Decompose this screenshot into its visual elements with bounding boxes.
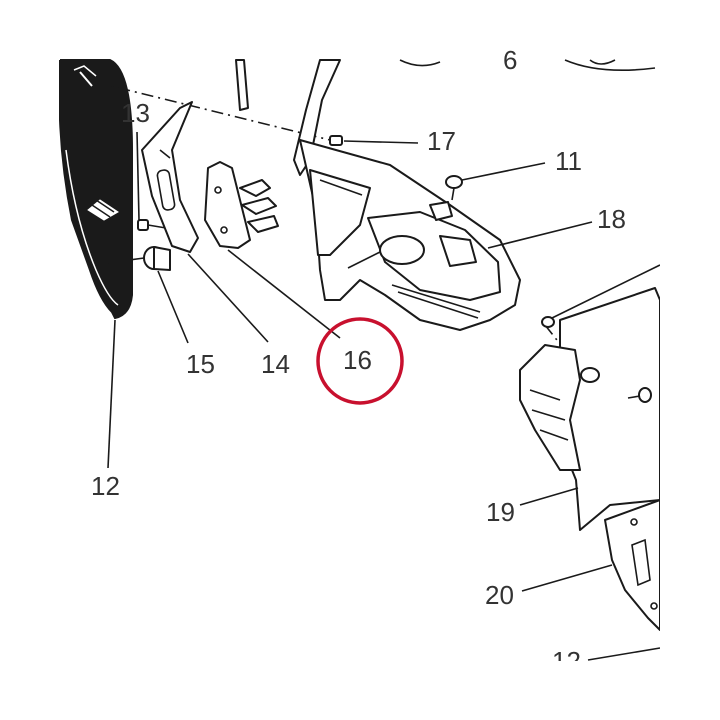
top-fragment [399, 59, 656, 72]
callout-20: 20 [485, 580, 514, 610]
callout-14: 14 [261, 349, 290, 379]
leader-12 [107, 319, 116, 469]
leader-11b [551, 264, 661, 319]
highlight-circle [316, 317, 404, 405]
screw-part-17 [329, 135, 419, 146]
bushing-part-15 [107, 246, 171, 271]
rod [235, 59, 249, 111]
callout-19: 19 [486, 497, 515, 527]
callout-17: 17 [427, 126, 456, 156]
callout-6: 6 [503, 45, 517, 75]
leader-lines [107, 131, 661, 661]
callout-12: 12 [91, 471, 120, 501]
leader-19 [519, 487, 579, 506]
leader-13 [136, 131, 140, 221]
leader-15 [157, 270, 189, 344]
hook-bracket-part-16 [204, 161, 279, 249]
bracket-part-14 [141, 101, 199, 253]
callout-16: 16 [343, 345, 372, 375]
callout-11: 11 [555, 146, 582, 176]
side-panel-part-12 [59, 59, 133, 320]
leader-20 [521, 564, 613, 592]
leader-12b [587, 647, 661, 661]
duct-assembly-part-18 [293, 59, 521, 331]
screw-part-11 [445, 162, 546, 201]
centre-line-top [94, 81, 331, 141]
leader-18 [487, 221, 593, 249]
callout-18: 18 [597, 204, 626, 234]
callout-13: 13 [121, 98, 150, 128]
plate-part-20 [604, 499, 661, 631]
cover-part-19 [519, 287, 661, 531]
leader-16 [227, 249, 341, 339]
callout-15: 15 [186, 349, 215, 379]
leader-14 [187, 253, 269, 343]
